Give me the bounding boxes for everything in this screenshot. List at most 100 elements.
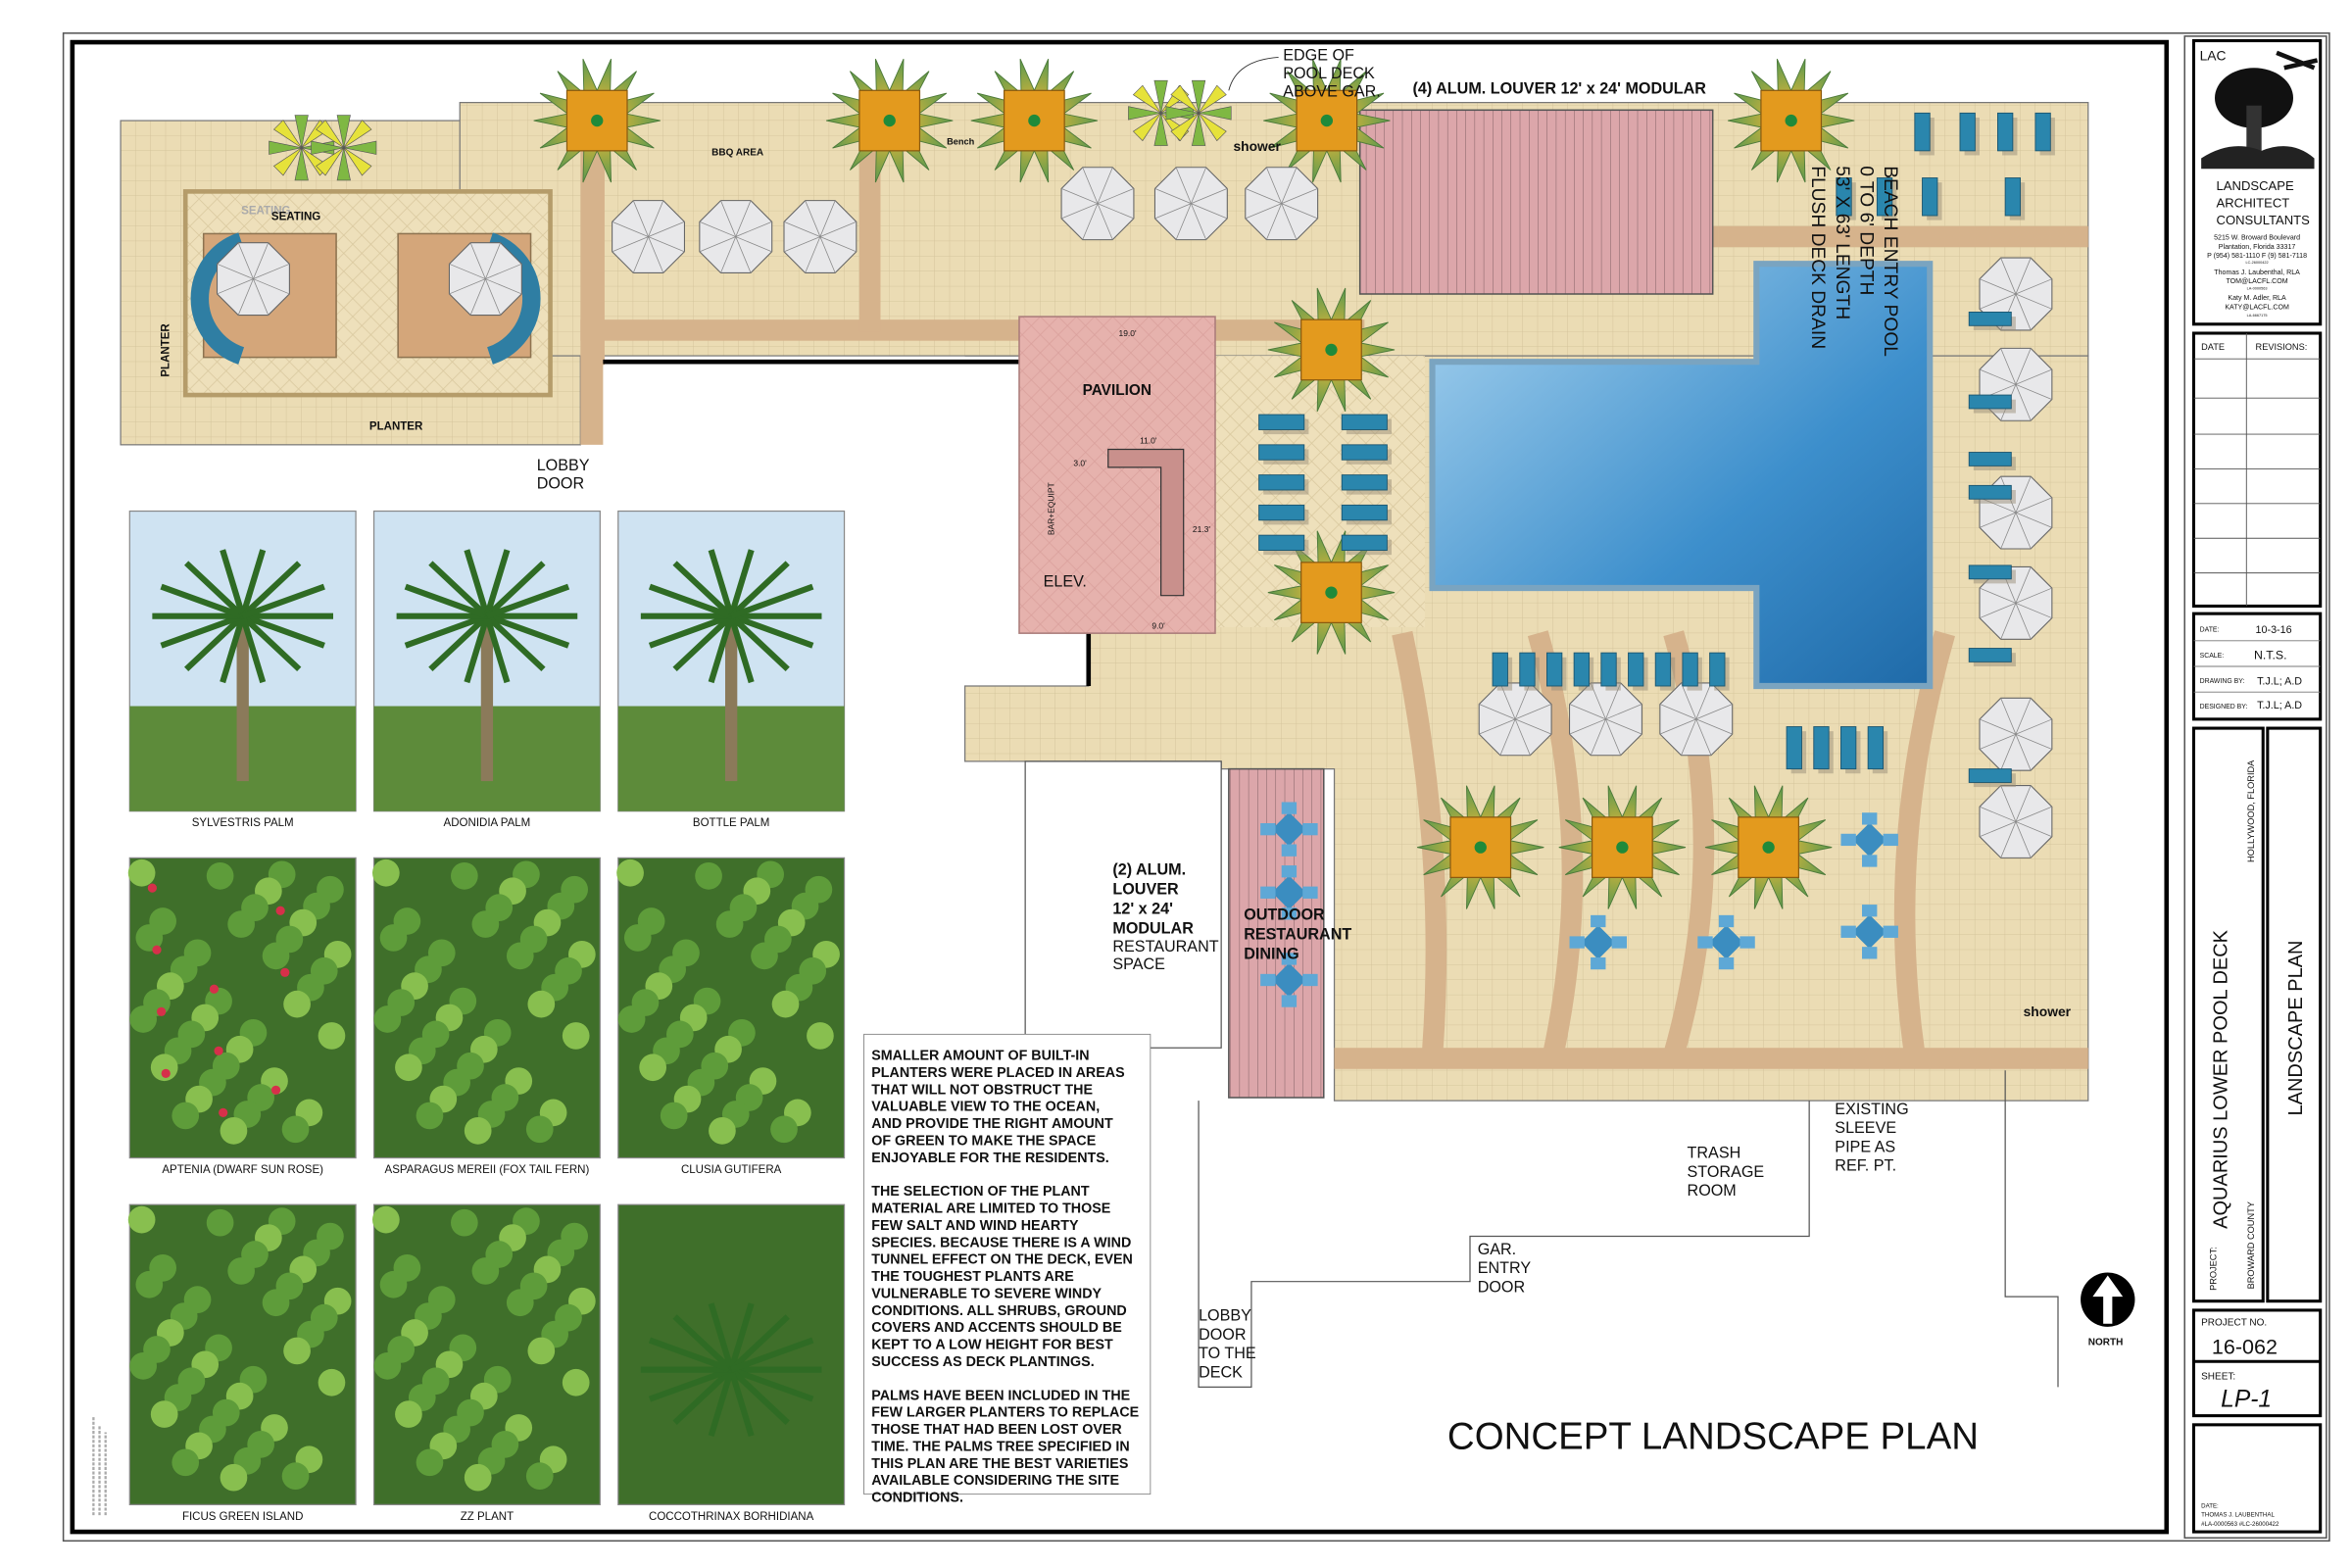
svg-text:AQUARIUS LOWER POOL DECK: AQUARIUS LOWER POOL DECK [2210, 929, 2231, 1229]
svg-text:TOM@LACFL.COM: TOM@LACFL.COM [2226, 278, 2287, 285]
note-line: VALUABLE VIEW TO THE OCEAN, [871, 1100, 1100, 1115]
plant-photo-caption: APTENIA (DWARF SUN ROSE) [162, 1164, 323, 1176]
svg-text:SCALE:: SCALE: [2200, 653, 2225, 660]
lounger-icon [1546, 652, 1567, 691]
svg-text:Katy M. Adler, RLA: Katy M. Adler, RLA [2228, 295, 2286, 302]
note-line: AVAILABLE CONSIDERING THE SITE [871, 1473, 1119, 1489]
lounger-icon [1836, 177, 1856, 220]
label-bar-equipt: BAR+EQUIPT [1046, 482, 1055, 535]
umbrella-icon [699, 200, 773, 273]
north-label: NORTH [2088, 1337, 2124, 1348]
umbrella-icon [1659, 682, 1734, 757]
svg-text:LC-26000422: LC-26000422 [2245, 261, 2268, 265]
dining-table-icon [1260, 953, 1318, 1007]
plant-photo [127, 857, 357, 1159]
lounger-icon [1968, 394, 2016, 414]
lounger-icon [1258, 474, 1309, 495]
label-shower-top: shower [1233, 138, 1281, 154]
dining-table-icon [1569, 914, 1627, 970]
label-bbq-area: BBQ AREA [711, 147, 763, 158]
note-line: THAT WILL NOT OBSTRUCT THE [871, 1082, 1093, 1098]
svg-text:N.T.S.: N.T.S. [2254, 648, 2286, 662]
dining-table-icon [1260, 802, 1318, 857]
label-shower-right: shower [2024, 1004, 2072, 1019]
umbrella-icon [1245, 167, 1319, 241]
lounger-icon [1876, 177, 1897, 220]
umbrella-icon [1979, 785, 2053, 858]
lounger-icon [1341, 534, 1392, 556]
palm-icon [1727, 58, 1855, 183]
svg-text:LA-6667175: LA-6667175 [2247, 314, 2268, 318]
palm-icon [825, 58, 954, 183]
label-seating-ghost: SEATING [241, 205, 290, 217]
umbrella-icon [217, 242, 290, 317]
plant-photo [372, 1203, 601, 1505]
lounger-icon [1968, 452, 2016, 470]
palm-group [269, 58, 1855, 909]
svg-text:Thomas J. Laubenthal, RLA: Thomas J. Laubenthal, RLA [2214, 270, 2300, 276]
note-line: THE SELECTION OF THE PLANT [871, 1184, 1090, 1200]
accent-palm-icon [1165, 79, 1232, 146]
note-line: MATERIAL ARE LIMITED TO THOSE [871, 1201, 1110, 1217]
note-line: SUCCESS AS DECK PLANTINGS. [871, 1354, 1094, 1370]
svg-text:BROWARD COUNTY: BROWARD COUNTY [2246, 1201, 2256, 1289]
copyright-note [92, 1417, 107, 1516]
umbrella-icon [1569, 682, 1642, 757]
svg-text:DATE:: DATE: [2200, 627, 2220, 634]
plant-photo-caption: ASPARAGUS MEREII (FOX TAIL FERN) [385, 1164, 590, 1176]
note-line: THIS PLAN ARE THE BEST VARIETIES [871, 1456, 1128, 1472]
label-bench: Bench [947, 137, 975, 147]
palm-icon [1267, 287, 1396, 413]
palm-icon [1558, 785, 1687, 909]
lounger-icon [1997, 112, 2018, 156]
note-line: SMALLER AMOUNT OF BUILT-IN [871, 1049, 1089, 1064]
dining-table-icon [1840, 812, 1898, 867]
lounger-icon [1258, 444, 1309, 465]
note-line: ENJOYABLE FOR THE RESIDENTS. [871, 1151, 1109, 1166]
lounger-icon [1914, 112, 1935, 156]
lounger-icon [1519, 652, 1540, 691]
lounger-icon [1813, 726, 1834, 774]
svg-text:THOMAS J. LAUBENTHAL: THOMAS J. LAUBENTHAL [2201, 1512, 2275, 1519]
lounger-icon [1341, 444, 1392, 465]
accent-palm-icon [311, 115, 377, 181]
lounger-icon [1258, 414, 1309, 435]
svg-text:T.J.L; A.D: T.J.L; A.D [2257, 675, 2302, 687]
label-seating: SEATING [271, 212, 320, 223]
plant-photo-caption: CLUSIA GUTIFERA [681, 1164, 782, 1176]
lounger-icon [1922, 177, 1942, 220]
lounger-icon [1341, 474, 1392, 495]
lounger-icon [2034, 112, 2055, 156]
plant-photo [127, 1203, 357, 1505]
note-line: PLANTERS WERE PLACED IN AREAS [871, 1065, 1124, 1081]
svg-text:HOLLYWOOD, FLORIDA: HOLLYWOOD, FLORIDA [2246, 760, 2256, 862]
lounger-icon [1628, 652, 1648, 691]
revisions-header: REVISIONS: [2256, 342, 2308, 352]
plant-photo [128, 510, 357, 812]
note-line: SPECIES. BECAUSE THERE IS A WIND [871, 1235, 1131, 1250]
note-line: CONDITIONS. ALL SHRUBS, GROUND [871, 1303, 1127, 1319]
notes-box [863, 1033, 1152, 1495]
lounger-icon [1968, 312, 2016, 330]
umbrella-group [217, 167, 2053, 858]
label-pavilion: PAVILION [1083, 382, 1152, 399]
lounger-icon [1341, 504, 1392, 525]
note-line: TUNNEL EFFECT ON THE DECK, EVEN [871, 1252, 1133, 1268]
plant-photo-caption: BOTTLE PALM [693, 817, 770, 829]
lounger-icon [1709, 652, 1730, 691]
svg-text:T.J.L; A.D: T.J.L; A.D [2257, 700, 2302, 711]
svg-text:KATY@LACFL.COM: KATY@LACFL.COM [2225, 304, 2289, 311]
umbrella-icon [612, 200, 686, 273]
svg-text:DRAWING BY:: DRAWING BY: [2200, 678, 2245, 685]
umbrella-icon [783, 200, 858, 273]
svg-text:PROJECT:: PROJECT: [2209, 1247, 2219, 1291]
note-line: THOSE THAT HAD BEEN LOST OVER [871, 1422, 1122, 1438]
lounger-group [1258, 112, 2055, 1007]
